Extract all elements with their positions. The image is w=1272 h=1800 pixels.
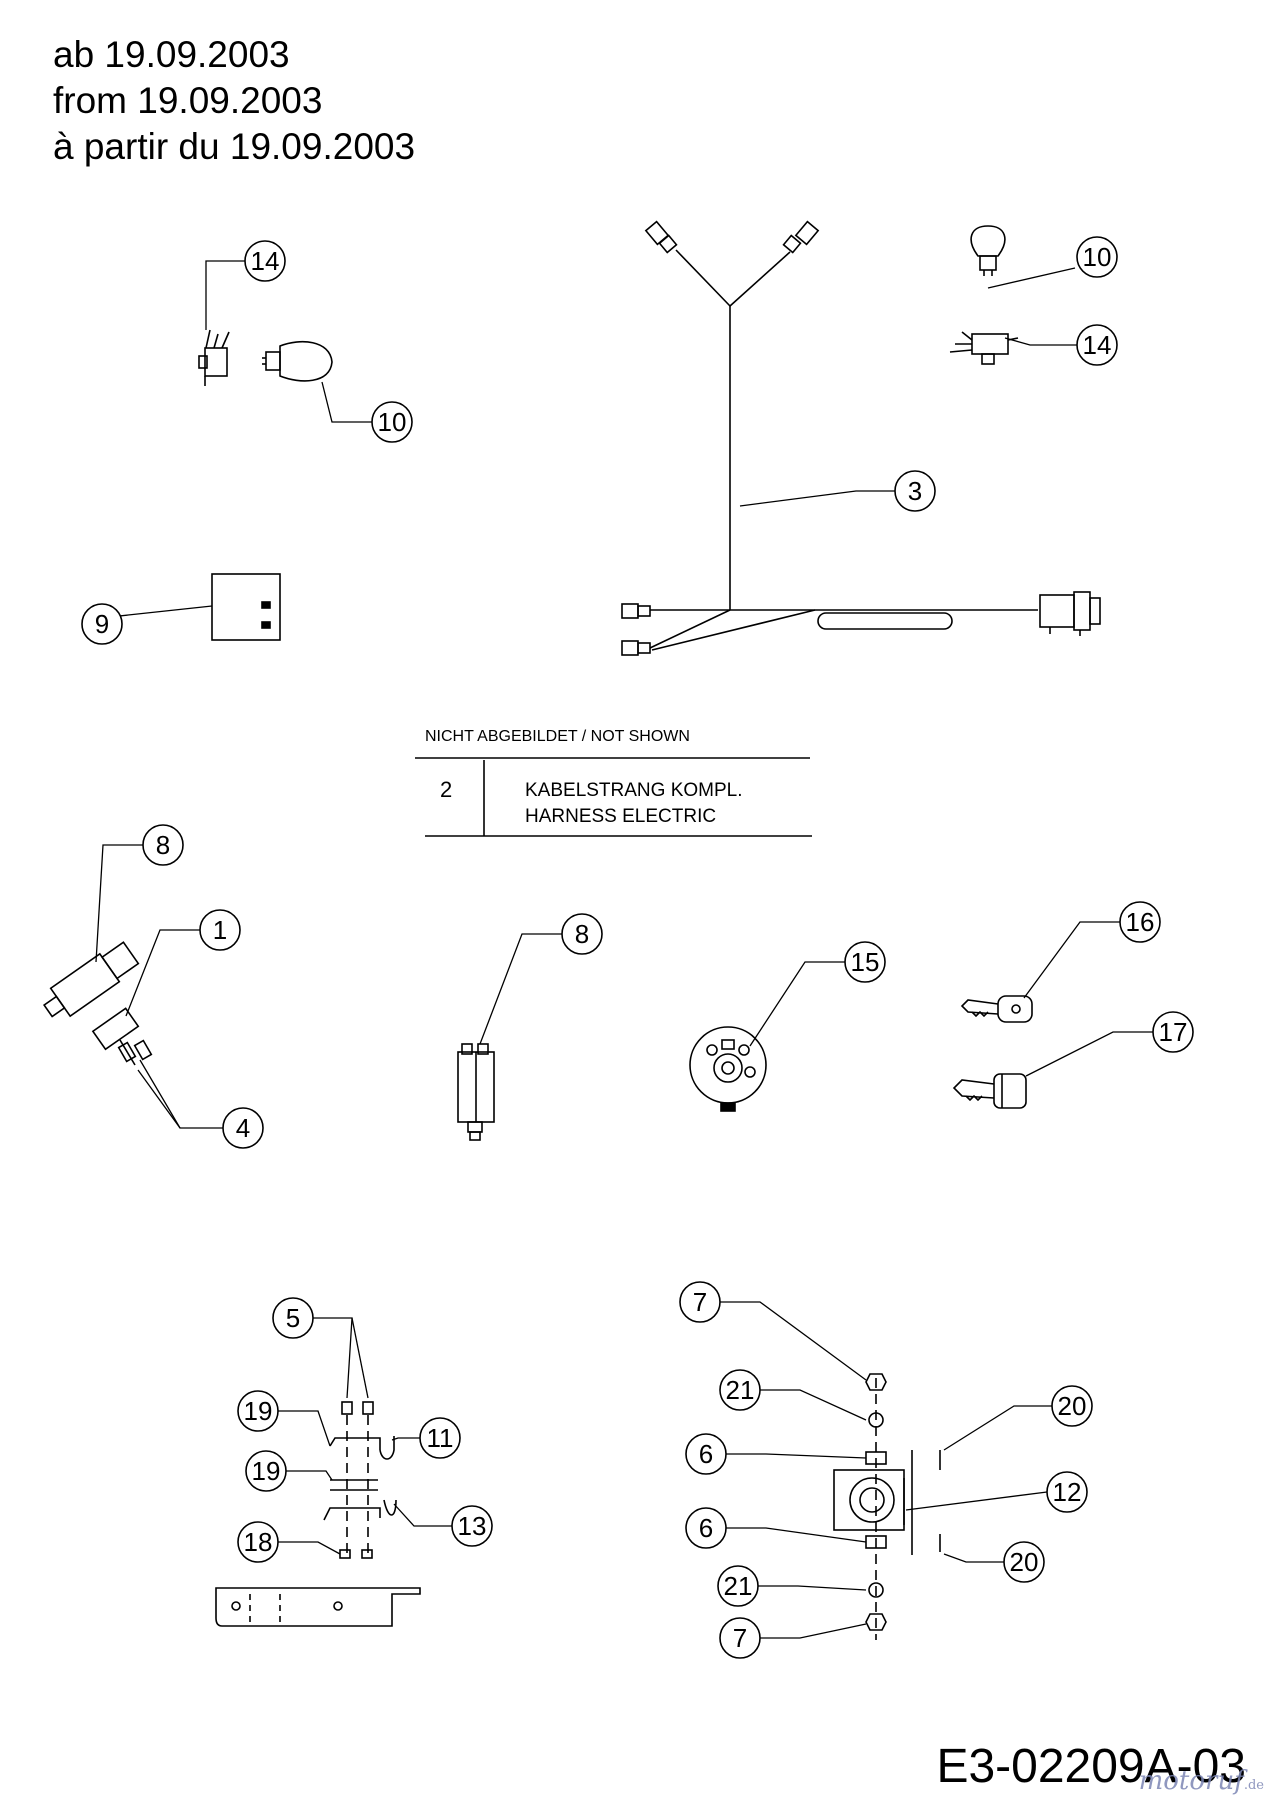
callout-circle [679,1281,721,1323]
callout-number-14: 14 [1083,330,1112,360]
ignition-key-large [952,1073,1027,1109]
seat-switch-assembly [43,941,153,1066]
callout-circle [844,941,886,983]
bulb-right [970,225,1006,276]
not-shown-title: NICHT ABGEBILDET / NOT SHOWN [425,728,690,745]
callout-circle [685,1507,727,1549]
callout-circle [237,1521,279,1563]
callout-circle [719,1369,761,1411]
callout-number-7: 7 [693,1287,707,1317]
callout-bubbles: 1410310149814815161751911191318721620126… [81,236,1194,1659]
callout-number-7: 7 [733,1623,747,1653]
bracket-assembly [215,1401,421,1627]
not-shown-table [415,757,812,837]
header-line-de: ab 19.09.2003 [53,34,290,75]
callout-number-20: 20 [1010,1547,1039,1577]
callout-circle [419,1417,461,1459]
plunger-switch [457,1043,495,1141]
relay-module [211,573,281,641]
lamp-socket-left [198,329,230,386]
watermark-brand: motoruf [1138,1766,1244,1796]
bulb-left [262,340,333,382]
callout-circle [561,913,603,955]
callout-circle [451,1505,493,1547]
callout-number-8: 8 [575,919,589,949]
callout-number-13: 13 [458,1511,487,1541]
callout-circle [199,909,241,951]
drawing-code: E3-02209A-03 [936,1740,1246,1793]
callout-number-16: 16 [1126,907,1155,937]
header-line-fr: à partir du 19.09.2003 [53,126,416,167]
callout-number-15: 15 [851,947,880,977]
callout-circle [222,1107,264,1149]
callout-number-11: 11 [427,1423,454,1453]
callout-number-10: 10 [1083,242,1112,272]
callout-number-10: 10 [378,407,407,437]
not-shown-desc-de: KABELSTRANG KOMPL. [525,780,743,801]
callout-circle [1152,1011,1194,1053]
callout-circle [685,1433,727,1475]
callout-number-8: 8 [156,830,170,860]
callout-number-6: 6 [699,1513,713,1543]
callout-circle [1076,236,1118,278]
callout-circle [142,824,184,866]
callout-number-6: 6 [699,1439,713,1469]
callout-circle [1003,1541,1045,1583]
callout-circle [719,1617,761,1659]
callout-circle [717,1565,759,1607]
callout-number-21: 21 [724,1571,753,1601]
callout-circle [272,1297,314,1339]
callout-circle [81,603,123,645]
callout-number-20: 20 [1058,1391,1087,1421]
not-shown-part-number: 2 [440,777,453,802]
wiring-harness [621,220,1101,656]
watermark-logo: motoruf.de [1139,1766,1264,1796]
lamp-socket-right [949,331,1019,365]
callout-number-21: 21 [726,1375,755,1405]
callout-number-4: 4 [236,1113,250,1143]
callout-number-17: 17 [1159,1017,1188,1047]
callout-number-19: 19 [244,1396,273,1426]
callout-circle [1051,1385,1093,1427]
callout-number-9: 9 [95,609,109,639]
callout-number-3: 3 [908,476,922,506]
header-line-en: from 19.09.2003 [53,80,323,121]
callout-number-1: 1 [213,915,227,945]
ignition-key-small [960,995,1033,1023]
callout-circle [894,470,936,512]
callout-circle [371,401,413,443]
not-shown-desc-en: HARNESS ELECTRIC [525,806,717,827]
not-shown-part-description: KABELSTRANG KOMPL. HARNESS ELECTRIC [525,778,743,830]
watermark-suffix: .de [1243,1778,1264,1793]
callout-leaders [81,260,1153,1639]
callout-circle [244,240,286,282]
callout-circle [1046,1471,1088,1513]
callout-number-5: 5 [286,1303,300,1333]
callout-circle [245,1450,287,1492]
callout-circle [1119,901,1161,943]
callout-number-12: 12 [1053,1477,1082,1507]
callout-circle [237,1390,279,1432]
relay-mount-assembly [833,1373,941,1640]
callout-circle [1076,324,1118,366]
callout-number-19: 19 [252,1456,281,1486]
callout-number-18: 18 [244,1527,273,1557]
callout-number-14: 14 [251,246,280,276]
ignition-switch [689,1026,767,1112]
